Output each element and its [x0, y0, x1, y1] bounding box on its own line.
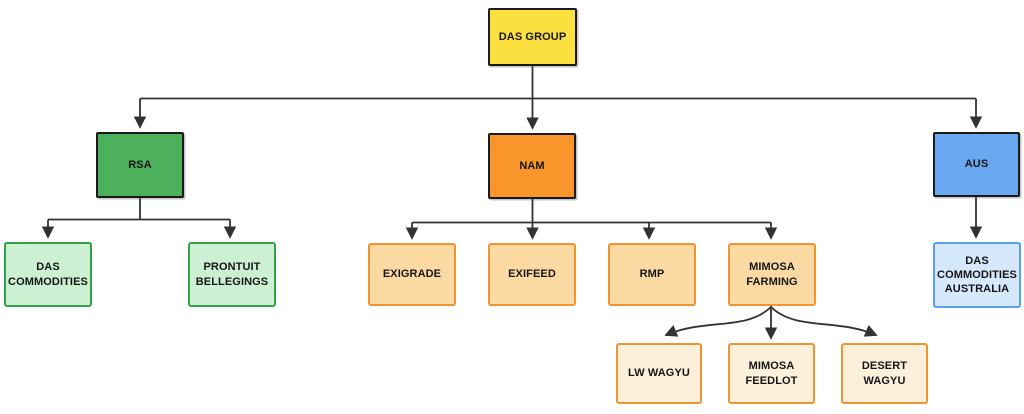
- node-exigrade: EXIGRADE: [368, 243, 456, 306]
- edge-mimosa-desertwagyu: [770, 306, 878, 337]
- node-das-group: DAS GROUP: [488, 8, 577, 66]
- node-rsa: RSA: [96, 132, 184, 198]
- node-nam: NAM: [488, 133, 576, 199]
- node-aus: AUS: [933, 132, 1020, 197]
- node-rmp: RMP: [608, 243, 696, 306]
- node-das-commodities-australia: DAS COMMODITIES AUSTRALIA: [933, 242, 1021, 308]
- node-mimosa-farming: MIMOSA FARMING: [728, 243, 816, 306]
- node-prontuit-bellegings: PRONTUIT BELLEGINGS: [188, 242, 276, 307]
- node-desert-wagyu: DESERT WAGYU: [841, 343, 928, 404]
- node-das-commodities: DAS COMMODITIES: [4, 242, 92, 307]
- node-exifeed: EXIFEED: [488, 243, 576, 306]
- node-lw-wagyu: LW WAGYU: [616, 343, 702, 404]
- edge-mimosa-lwwagyu: [664, 306, 772, 337]
- node-mimosa-feedlot: MIMOSA FEEDLOT: [728, 343, 815, 404]
